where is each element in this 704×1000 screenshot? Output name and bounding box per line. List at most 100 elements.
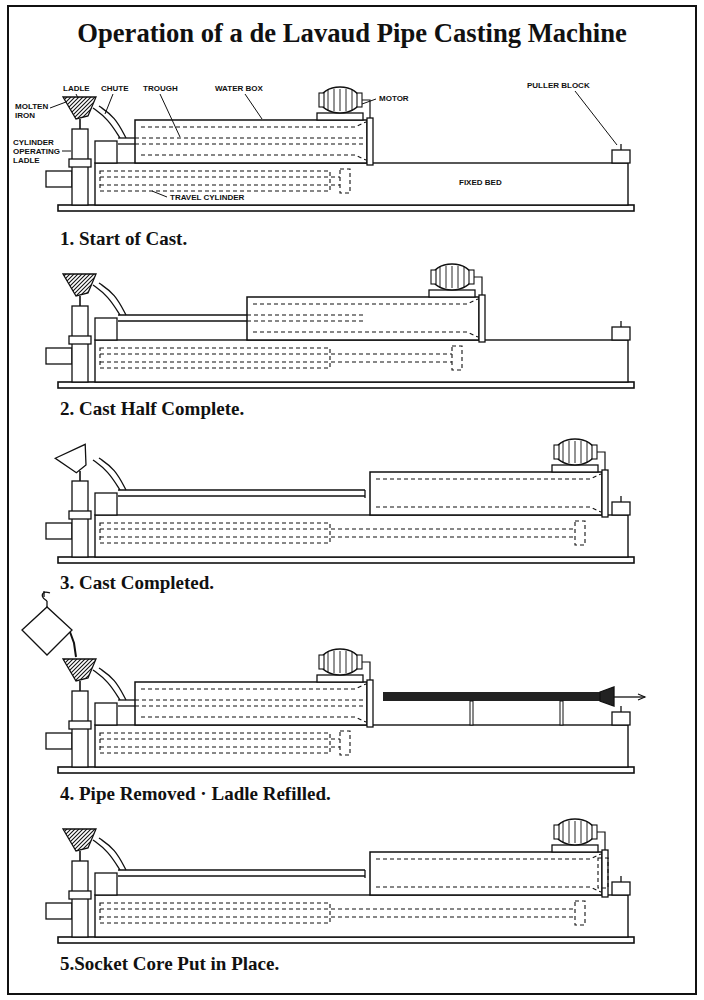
water-box — [135, 682, 367, 725]
chute — [93, 670, 120, 700]
trough — [118, 705, 135, 706]
motor-base — [317, 113, 363, 120]
chute-stand — [95, 703, 117, 725]
rod-end — [340, 169, 350, 193]
trough — [118, 875, 365, 876]
leader-line — [575, 91, 617, 145]
puller-stem — [620, 321, 621, 327]
motor-fin — [563, 821, 564, 843]
puller-stem — [620, 706, 621, 712]
leader-line — [105, 94, 113, 114]
water-box-flange — [479, 295, 485, 342]
mould-line — [376, 507, 601, 512]
stage-caption: 4. Pipe Removed · Ladle Refilled. — [60, 783, 331, 805]
motor-fin — [440, 266, 441, 288]
socket-core — [598, 858, 608, 888]
motor-fin — [334, 651, 335, 673]
piston-rod — [100, 361, 452, 362]
motor-drive — [597, 452, 605, 470]
post-collar — [69, 511, 91, 519]
motor-base — [429, 290, 475, 297]
motor-fin — [328, 651, 329, 673]
machine-stage — [22, 591, 645, 773]
chute-stand — [95, 318, 117, 340]
trough-hidden — [135, 699, 365, 700]
motor-drive — [474, 277, 482, 295]
leader-line — [245, 94, 262, 119]
part-label: CHUTE — [100, 84, 130, 93]
motor-body — [320, 87, 360, 113]
pipe-support — [470, 701, 473, 725]
travel-cylinder — [100, 171, 330, 191]
trough — [118, 699, 135, 700]
fixed-bed — [95, 725, 628, 767]
motor-end — [592, 445, 597, 459]
post-collar — [69, 721, 91, 729]
chute — [93, 840, 120, 870]
piston-rod — [100, 746, 340, 747]
machine-stage — [46, 819, 634, 943]
pipe-socket — [600, 687, 614, 706]
puller-rod — [638, 694, 645, 700]
post-collar — [69, 891, 91, 899]
puller-block — [612, 882, 630, 895]
trough — [118, 320, 247, 321]
piston-rod — [100, 738, 340, 739]
leader-line — [362, 99, 376, 104]
water-box — [370, 472, 602, 515]
trough-spout — [364, 870, 365, 878]
motor-end — [431, 270, 436, 284]
trough-hidden — [247, 320, 365, 321]
motor-fin — [346, 89, 347, 111]
motor-base — [317, 675, 363, 682]
travel-cylinder — [100, 348, 330, 368]
leader-line — [152, 191, 167, 197]
motor-fin — [563, 441, 564, 463]
puller-block — [612, 712, 630, 725]
cylinder-cap — [46, 523, 72, 539]
puller-block — [612, 150, 630, 163]
travel-cylinder — [100, 733, 330, 753]
ladle-link — [79, 471, 81, 481]
piston-rod — [100, 176, 340, 177]
chute — [99, 283, 126, 315]
motor-end — [357, 655, 362, 669]
motor-body — [555, 439, 595, 465]
motor-fin — [587, 441, 588, 463]
cylinder-cap — [46, 733, 72, 749]
crane-hook — [43, 591, 44, 597]
motor-fin — [569, 821, 570, 843]
ladle — [55, 444, 94, 478]
puller-stem — [620, 144, 621, 150]
machine-stage — [46, 87, 634, 211]
puller-rod — [614, 696, 645, 697]
piston-rod — [100, 908, 575, 909]
motor-drive — [362, 662, 370, 680]
poster-frame — [8, 6, 696, 994]
stage-caption: 1. Start of Cast. — [60, 228, 187, 250]
stage-caption: 5.Socket Core Put in Place. — [60, 953, 279, 975]
water-box — [370, 852, 602, 895]
trough-hidden — [135, 143, 365, 144]
water-box-flange — [602, 850, 608, 897]
motor-base — [552, 465, 598, 472]
trough-hidden — [135, 705, 365, 706]
motor-fin — [452, 266, 453, 288]
motor-fin — [340, 651, 341, 673]
motor-body — [555, 819, 595, 845]
chute — [99, 106, 126, 138]
motor-fin — [587, 821, 588, 843]
motor-fin — [575, 441, 576, 463]
motor-body — [432, 264, 472, 290]
part-label: MOLTEN IRON — [14, 102, 49, 120]
motor-fin — [352, 89, 353, 111]
motor-end — [592, 825, 597, 839]
base-plate — [58, 937, 634, 943]
leader-line — [76, 94, 78, 98]
crane-hook — [46, 601, 47, 607]
stage-caption: 2. Cast Half Complete. — [60, 398, 244, 420]
trough-spout — [364, 490, 365, 498]
mould-line — [376, 474, 601, 479]
